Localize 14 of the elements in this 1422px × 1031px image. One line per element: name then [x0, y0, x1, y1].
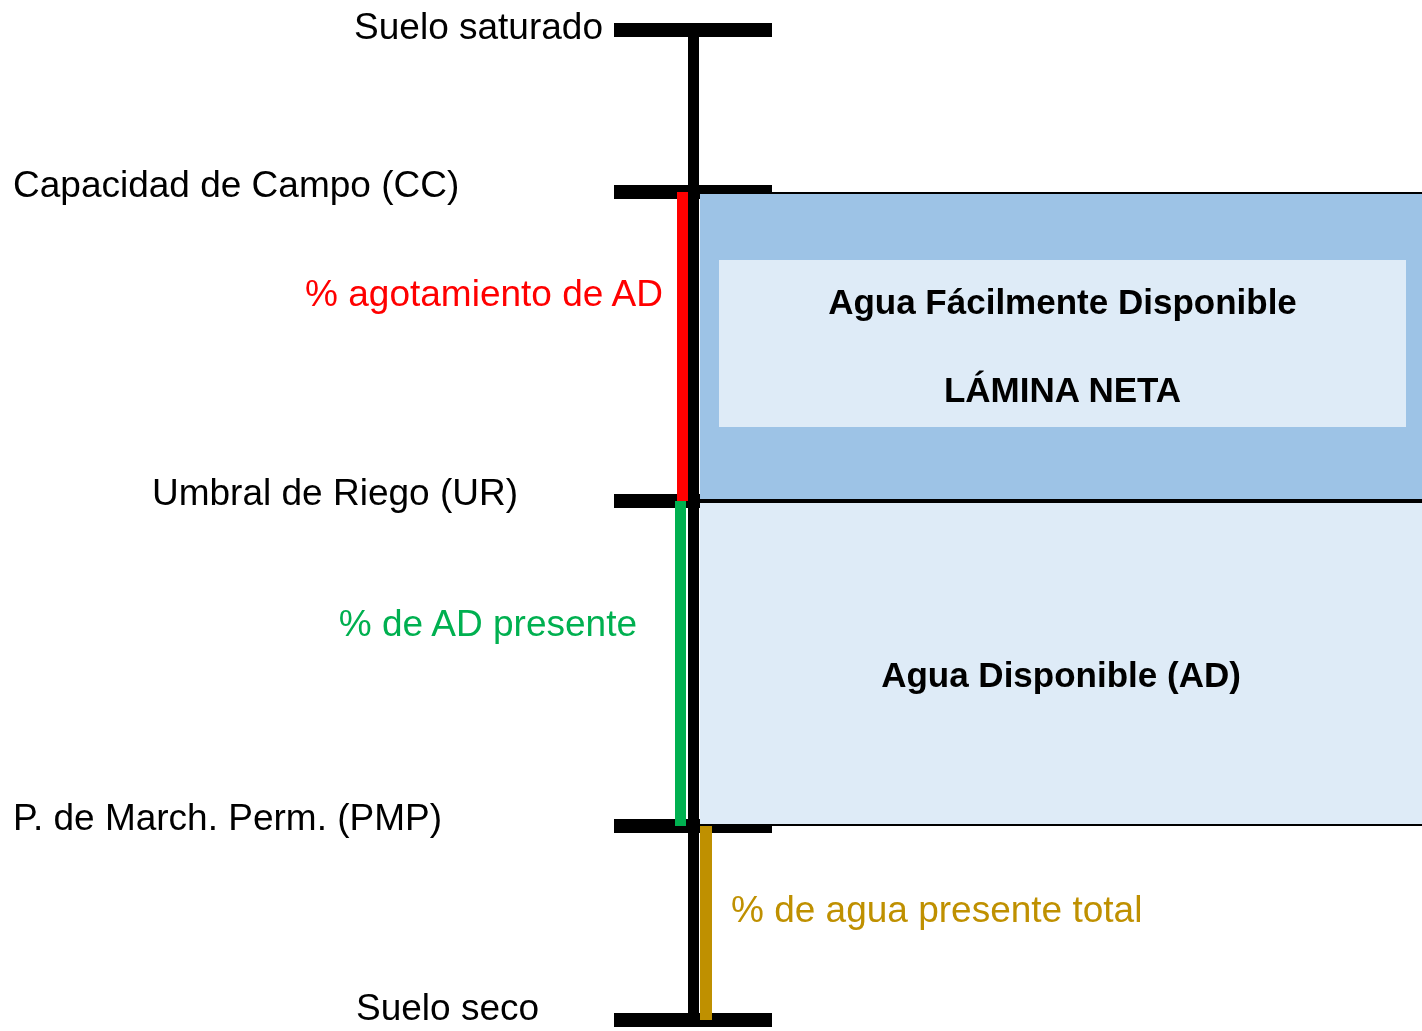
bar-label: % de agua presente total — [731, 888, 1143, 932]
net-depth-box — [719, 260, 1406, 427]
level-label: Umbral de Riego (UR) — [152, 471, 518, 515]
band-title: Agua Disponible (AD) — [880, 654, 1242, 696]
level-label: Suelo saturado — [354, 5, 603, 49]
available-water-band — [700, 501, 1422, 826]
bar-label: % de AD presente — [338, 602, 637, 646]
level-label: Suelo seco — [356, 986, 540, 1030]
bar-label: % agotamiento de AD — [305, 272, 663, 316]
readily-available-water-band — [700, 192, 1422, 501]
band-title: Agua Fácilmente Disponible — [827, 281, 1298, 323]
level-label: Capacidad de Campo (CC) — [13, 163, 460, 207]
level-label: P. de March. Perm. (PMP) — [13, 796, 443, 840]
band-subtitle: LÁMINA NETA — [942, 369, 1183, 411]
